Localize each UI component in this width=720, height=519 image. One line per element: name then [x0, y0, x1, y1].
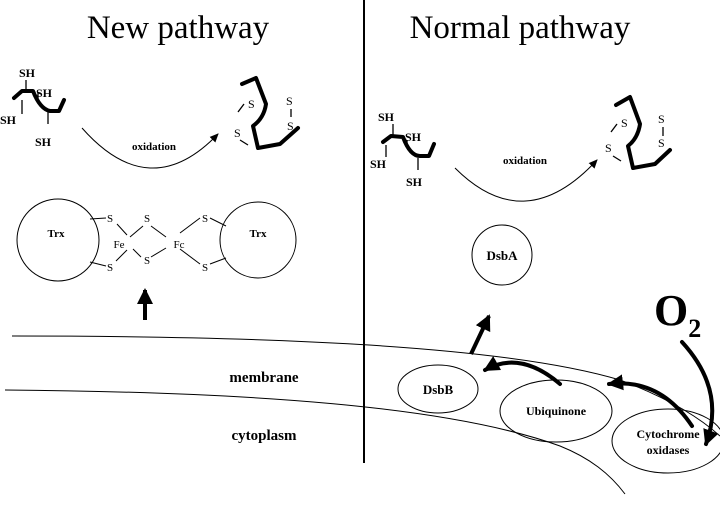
- s-atom-label: S: [202, 213, 208, 225]
- left-panel-title: New pathway: [87, 10, 270, 46]
- s-atom-label: S: [107, 213, 113, 225]
- cytochrome-to-ubiquinone-arrow: [607, 374, 694, 428]
- membrane-inner-line: [4, 389, 626, 495]
- oxygen-subscript: 2: [688, 314, 701, 343]
- oxygen-to-cytochrome-arrow: [680, 340, 719, 446]
- right-panel-title: Normal pathway: [410, 10, 631, 46]
- trx-right-circle: [219, 201, 297, 279]
- left-oxidation-arrow: [81, 127, 219, 169]
- sh-label: SH: [370, 157, 387, 171]
- dsbb-to-dsba-arrow: [469, 314, 491, 355]
- dsba-node: [471, 224, 533, 286]
- s-label: S: [658, 112, 665, 126]
- ubiquinone-to-dsbb-arrow: [483, 356, 562, 386]
- s-label: S: [658, 136, 665, 150]
- fe-left-label: Fe: [114, 239, 125, 251]
- dsba-label: DsbA: [486, 248, 518, 263]
- trx-left-circle: [16, 198, 100, 282]
- s-atom-label: S: [144, 255, 150, 267]
- cytochrome-label-line1: Cytochrome: [636, 427, 700, 441]
- iron-sulfur-cluster: Trx Trx Fe Fc S S S S S S: [16, 198, 297, 282]
- sh-label: SH: [0, 113, 17, 127]
- dsbb-node: [397, 364, 479, 414]
- oxygen-label: O2: [654, 286, 701, 343]
- s-label: S: [287, 119, 294, 133]
- sh-label: SH: [378, 110, 395, 124]
- s-label: S: [234, 126, 241, 140]
- cytochrome-oxidases-node: [611, 408, 720, 474]
- left-oxidation-label: oxidation: [132, 141, 176, 153]
- sh-label: SH: [36, 86, 53, 100]
- s-atom-label: S: [202, 262, 208, 274]
- right-oxidation-arrow: [454, 159, 598, 202]
- trx-left-label: Trx: [48, 228, 65, 240]
- cytoplasm-label: cytoplasm: [232, 428, 298, 444]
- s-label: S: [286, 94, 293, 108]
- s-atom-label: S: [144, 213, 150, 225]
- right-oxidized-protein: S S S S: [605, 95, 672, 170]
- ubiquinone-label: Ubiquinone: [526, 404, 587, 418]
- s-label: S: [621, 116, 628, 130]
- right-reduced-protein: SH SH SH SH: [370, 110, 436, 189]
- left-reduced-protein: SH SH SH SH: [0, 66, 66, 149]
- trx-right-label: Trx: [250, 228, 267, 240]
- fe-right-label: Fc: [174, 239, 185, 251]
- membrane-outer-line: [11, 335, 720, 437]
- sh-label: SH: [35, 135, 52, 149]
- sh-label: SH: [405, 130, 422, 144]
- right-oxidation-label: oxidation: [503, 155, 547, 167]
- dsbb-label: DsbB: [423, 382, 454, 397]
- membrane-label: membrane: [229, 370, 298, 386]
- cytochrome-label-line2: oxidases: [647, 443, 690, 457]
- s-atom-label: S: [107, 262, 113, 274]
- left-oxidized-protein: S S S S: [234, 76, 300, 150]
- sh-label: SH: [406, 175, 423, 189]
- s-label: S: [605, 141, 612, 155]
- sh-label: SH: [19, 66, 36, 80]
- s-label: S: [248, 97, 255, 111]
